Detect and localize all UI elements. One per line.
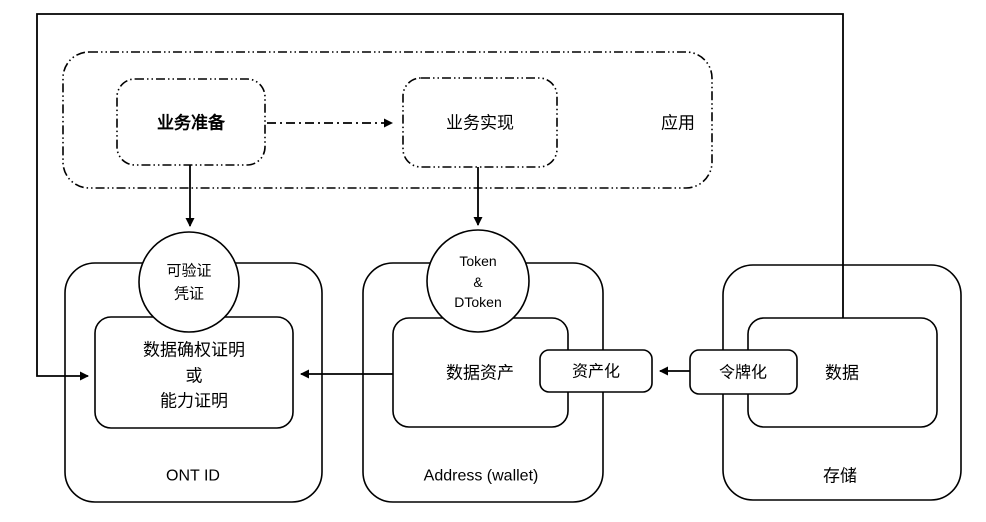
connector-data-to-proof: [36, 13, 844, 381]
ont-id-label: ONT ID: [166, 468, 220, 485]
assetize-box: [539, 349, 653, 393]
tokenize-label: 令牌化: [719, 364, 767, 382]
token-dtoken-circle: [426, 229, 530, 333]
data-asset-label: 数据资产: [446, 364, 514, 383]
data-label: 数据: [825, 364, 859, 383]
verifiable-credential-line2: 凭证: [174, 286, 204, 303]
biz-impl-box: [402, 77, 558, 168]
storage-label: 存储: [823, 467, 857, 486]
wallet-label: Address (wallet): [424, 468, 539, 485]
application-label: 应用: [661, 114, 695, 133]
biz-prep-label: 业务准备: [157, 113, 226, 133]
ownership-proof-line3: 能力证明: [160, 392, 228, 411]
verifiable-credential-line1: 可验证: [166, 263, 211, 280]
biz-impl-label: 业务实现: [446, 114, 514, 133]
token-circle-line3: DToken: [454, 294, 501, 310]
verifiable-credential-circle: [138, 231, 240, 333]
token-circle-line2: &: [473, 274, 483, 290]
application-container-box: [62, 51, 713, 189]
assetize-label: 资产化: [572, 363, 620, 381]
tokenize-box: [689, 349, 798, 395]
biz-prep-box: [116, 78, 266, 166]
ownership-proof-line2: 或: [186, 367, 203, 386]
token-circle-line1: Token: [459, 253, 496, 269]
ownership-proof-line1: 数据确权证明: [143, 341, 245, 360]
